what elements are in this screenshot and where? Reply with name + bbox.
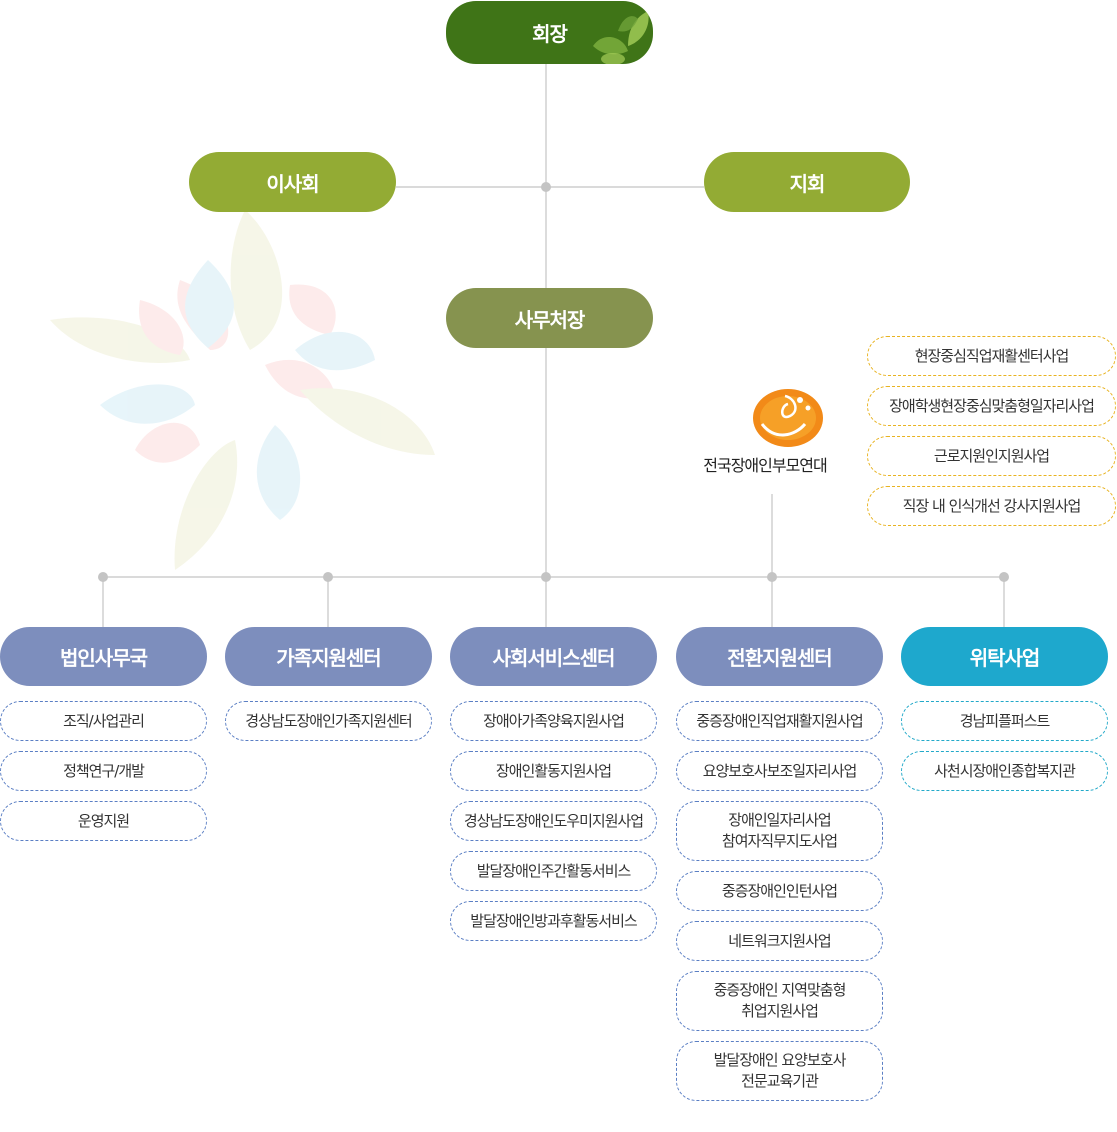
petal [185, 260, 234, 348]
junction-dot [999, 572, 1009, 582]
department-node: 법인사무국 [0, 627, 207, 686]
department-item: 경상남도장애인가족지원센터 [225, 701, 432, 741]
external-project-item: 현장중심직업재활센터사업 [867, 336, 1116, 376]
petal [50, 317, 190, 364]
department-node: 위탁사업 [901, 627, 1108, 686]
board-label: 이사회 [266, 171, 319, 196]
petal [289, 284, 336, 335]
department-item: 발달장애인주간활동서비스 [450, 851, 657, 891]
department-item: 발달장애인 요양보호사 전문교육기관 [676, 1041, 883, 1101]
department-item: 경남피플퍼스트 [901, 701, 1108, 741]
branch-label: 지회 [789, 171, 826, 196]
chairman-node: 회장 [446, 1, 653, 64]
department-item: 네트워크지원사업 [676, 921, 883, 961]
department-label: 사회서비스센터 [492, 646, 616, 670]
department-label: 가족지원센터 [276, 646, 381, 670]
petal [135, 422, 200, 463]
department-item: 경상남도장애인도우미지원사업 [450, 801, 657, 841]
department-item: 정책연구/개발 [0, 751, 207, 791]
petal [256, 425, 301, 520]
department-label: 법인사무국 [60, 646, 148, 670]
junction-dot [541, 572, 551, 582]
department-item: 운영지원 [0, 801, 207, 841]
department-item: 장애아가족양육지원사업 [450, 701, 657, 741]
petal [295, 331, 375, 371]
department-label: 위탁사업 [969, 646, 1041, 670]
secretariat-label: 사무처장 [514, 307, 586, 332]
junction-dot [767, 572, 777, 582]
parents-solidarity-logo: 전국장애인부모연대 [690, 384, 840, 494]
junction-dot [541, 182, 551, 192]
petal [100, 384, 195, 424]
department-item: 요양보호사보조일자리사업 [676, 751, 883, 791]
petal [230, 210, 283, 350]
external-project-item: 근로지원인지원사업 [867, 436, 1116, 476]
parents-solidarity-logo-icon [753, 389, 823, 447]
petal [300, 388, 435, 455]
department-item: 사천시장애인종합복지관 [901, 751, 1108, 791]
department-item: 발달장애인방과후활동서비스 [450, 901, 657, 941]
junction-dot [98, 572, 108, 582]
petal [174, 440, 238, 570]
department-item: 조직/사업관리 [0, 701, 207, 741]
secretariat-node: 사무처장 [446, 288, 653, 348]
board-node: 이사회 [189, 152, 396, 212]
external-project-item: 직장 내 인식개선 강사지원사업 [867, 486, 1116, 526]
department-node: 사회서비스센터 [450, 627, 657, 686]
leaf-icon [593, 11, 649, 64]
department-node: 전환지원센터 [676, 627, 883, 686]
branch-node: 지회 [704, 152, 910, 212]
decorative-flower-icon [50, 210, 435, 570]
external-project-item: 장애학생현장중심맞춤형일자리사업 [867, 386, 1116, 426]
junction-dot [323, 572, 333, 582]
department-item: 중증장애인직업재활지원사업 [676, 701, 883, 741]
department-label: 전환지원센터 [727, 646, 832, 670]
chairman-label: 회장 [532, 22, 568, 46]
department-item: 중증장애인 지역맞춤형 취업지원사업 [676, 971, 883, 1031]
logo-text: 전국장애인부모연대 [703, 456, 827, 475]
department-node: 가족지원센터 [225, 627, 432, 686]
department-item: 중증장애인인턴사업 [676, 871, 883, 911]
petal [139, 300, 184, 355]
department-item: 장애인활동지원사업 [450, 751, 657, 791]
department-item: 장애인일자리사업 참여자직무지도사업 [676, 801, 883, 861]
